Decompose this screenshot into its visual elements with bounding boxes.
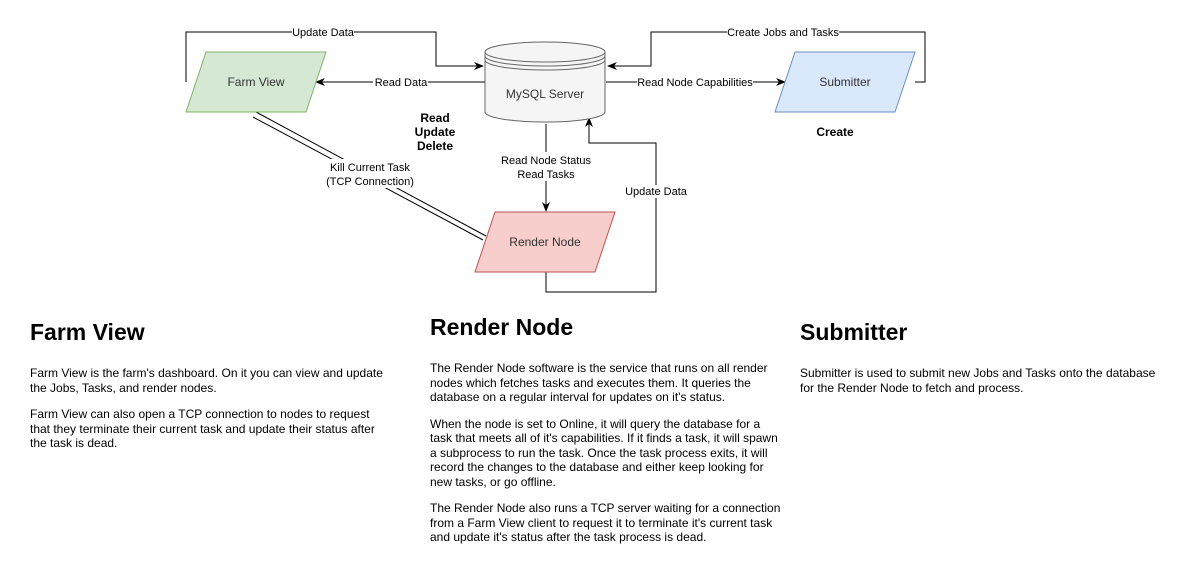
svg-text:(TCP Connection): (TCP Connection) — [326, 176, 414, 188]
svg-text:Farm View: Farm View — [227, 75, 284, 89]
section-title-render-node: Render Node — [430, 314, 574, 340]
farm-view-operations: Read Update Delete — [415, 111, 456, 153]
section-title-farm-view: Farm View — [30, 319, 145, 345]
svg-text:Update Data: Update Data — [292, 27, 355, 39]
edge-update-data-top — [185, 31, 484, 82]
label-read-data: Read Data — [373, 76, 428, 89]
node-render-node[interactable]: Render Node — [474, 211, 616, 273]
svg-text:MySQL Server: MySQL Server — [506, 87, 584, 101]
submitter-operation: Create — [816, 125, 854, 139]
label-read-node-status: Read Node Status Read Tasks — [499, 152, 593, 181]
section-paragraph: The Render Node software is the service … — [430, 361, 768, 404]
section-paragraph: Farm View is the farm's dashboard. On it… — [30, 366, 383, 395]
section-render-node: Render Node The Render Node software is … — [430, 313, 782, 557]
svg-text:Read Data: Read Data — [375, 77, 428, 89]
section-paragraph: The Render Node also runs a TCP server w… — [430, 501, 781, 544]
edge-update-data-right — [545, 117, 657, 293]
label-update-data-top: Update Data — [292, 26, 355, 39]
label-kill-current-task: Kill Current Task (TCP Connection) — [324, 159, 416, 188]
svg-text:Read: Read — [420, 111, 449, 125]
section-submitter: Submitter Submitter is used to submit ne… — [800, 318, 1160, 407]
section-title-submitter: Submitter — [800, 319, 908, 345]
svg-text:Kill Current Task: Kill Current Task — [330, 162, 410, 174]
svg-text:Read Tasks: Read Tasks — [517, 169, 575, 181]
svg-text:Update: Update — [415, 125, 456, 139]
svg-text:Create Jobs and Tasks: Create Jobs and Tasks — [727, 27, 839, 39]
section-farm-view: Farm View Farm View is the farm's dashbo… — [30, 318, 390, 463]
svg-text:Submitter: Submitter — [819, 75, 870, 89]
label-create-jobs: Create Jobs and Tasks — [727, 26, 839, 39]
svg-text:Read Node Status: Read Node Status — [501, 155, 591, 167]
architecture-diagram: Farm View MySQL Server Submitter Render … — [185, 26, 926, 293]
svg-text:Read Node Capabilities: Read Node Capabilities — [637, 77, 753, 89]
section-paragraph: Submitter is used to submit new Jobs and… — [800, 366, 1156, 395]
svg-text:Render Node: Render Node — [509, 235, 581, 249]
svg-text:Delete: Delete — [417, 139, 453, 153]
label-update-data-right: Update Data — [624, 185, 688, 198]
section-paragraph: Farm View can also open a TCP connection… — [30, 407, 375, 450]
node-submitter[interactable]: Submitter — [774, 51, 916, 113]
node-mysql-server[interactable]: MySQL Server — [484, 41, 606, 123]
section-paragraph: When the node is set to Online, it will … — [430, 416, 778, 489]
svg-text:Update Data: Update Data — [625, 186, 688, 198]
node-farm-view[interactable]: Farm View — [185, 51, 327, 113]
label-read-node-capabilities: Read Node Capabilities — [637, 76, 753, 89]
